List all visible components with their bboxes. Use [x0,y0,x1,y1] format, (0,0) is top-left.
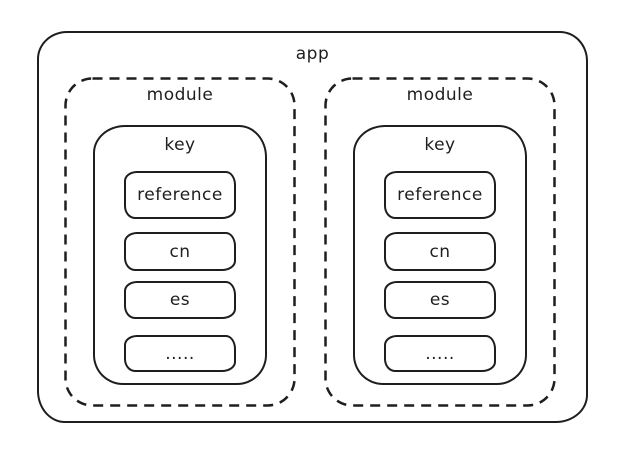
app-node: app module key reference cn es ..... [37,31,588,423]
module-node-1: module key reference cn es ..... [64,77,296,407]
item-label: es [169,290,191,310]
item-label: es [429,290,451,310]
item-label: reference [137,185,223,205]
item-label: cn [429,241,451,262]
item-es: es [384,281,496,319]
item-label: cn [169,241,191,262]
app-node-label: app [295,44,330,64]
item-cn: cn [384,232,496,271]
key-node-label: key [424,135,456,155]
item-ellipsis: ..... [124,335,236,372]
item-label: ..... [165,343,195,364]
key-node: key reference cn es ..... [353,125,527,385]
key-node: key reference cn es ..... [93,125,267,385]
module-node-label: module [406,85,474,105]
module-node-label: module [146,85,214,105]
item-ellipsis: ..... [384,335,496,372]
item-reference: reference [124,171,236,219]
key-node-label: key [164,135,196,155]
item-es: es [124,281,236,319]
item-label: ..... [425,343,455,364]
item-label: reference [397,185,483,205]
item-cn: cn [124,232,236,271]
module-dashed-border-icon [324,77,556,407]
module-dashed-border-icon [64,77,296,407]
item-reference: reference [384,171,496,219]
module-node-2: module key reference cn es ..... [324,77,556,407]
